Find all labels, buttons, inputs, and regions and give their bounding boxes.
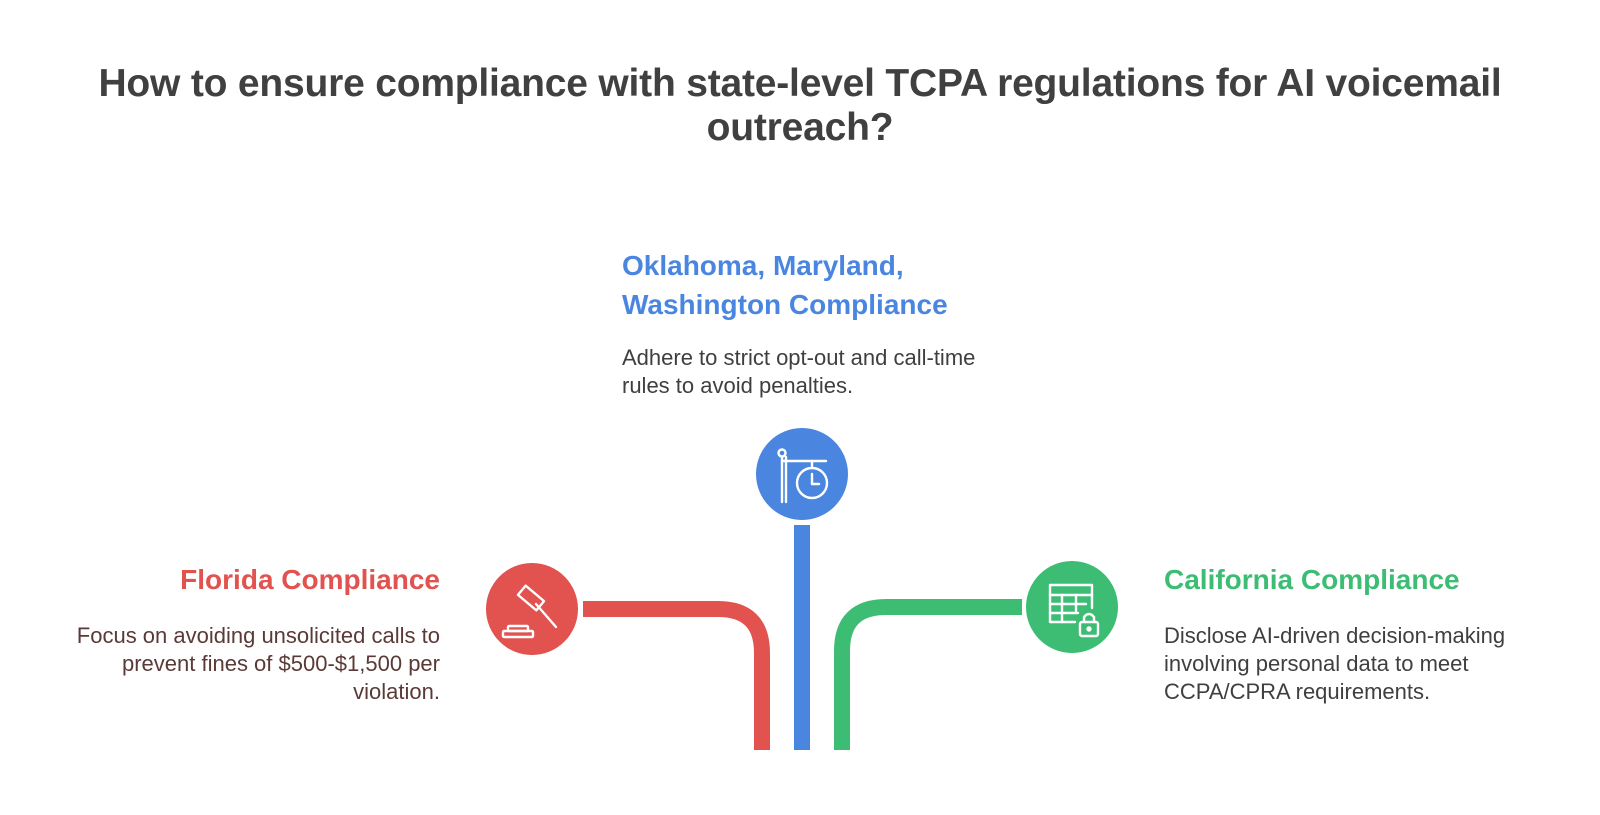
- left-description: Focus on avoiding unsolicited calls to p…: [76, 623, 440, 704]
- signpost-clock-icon: [777, 448, 829, 504]
- right-node: [1026, 561, 1118, 653]
- center-heading: Oklahoma, Maryland, Washington Complianc…: [622, 250, 948, 320]
- center-description: Adhere to strict opt-out and call-time r…: [622, 345, 976, 398]
- right-heading: California Compliance: [1164, 564, 1460, 595]
- left-heading: Florida Compliance: [180, 564, 440, 595]
- page-title: How to ensure compliance with state-leve…: [98, 62, 1502, 149]
- right-connector: [834, 599, 1022, 750]
- table-lock-icon: [1048, 583, 1100, 638]
- left-connector: [583, 601, 770, 750]
- center-node: [756, 428, 848, 520]
- left-node: [486, 563, 578, 655]
- right-description: Disclose AI-driven decision-making invol…: [1164, 623, 1506, 704]
- gavel-icon: [501, 584, 558, 639]
